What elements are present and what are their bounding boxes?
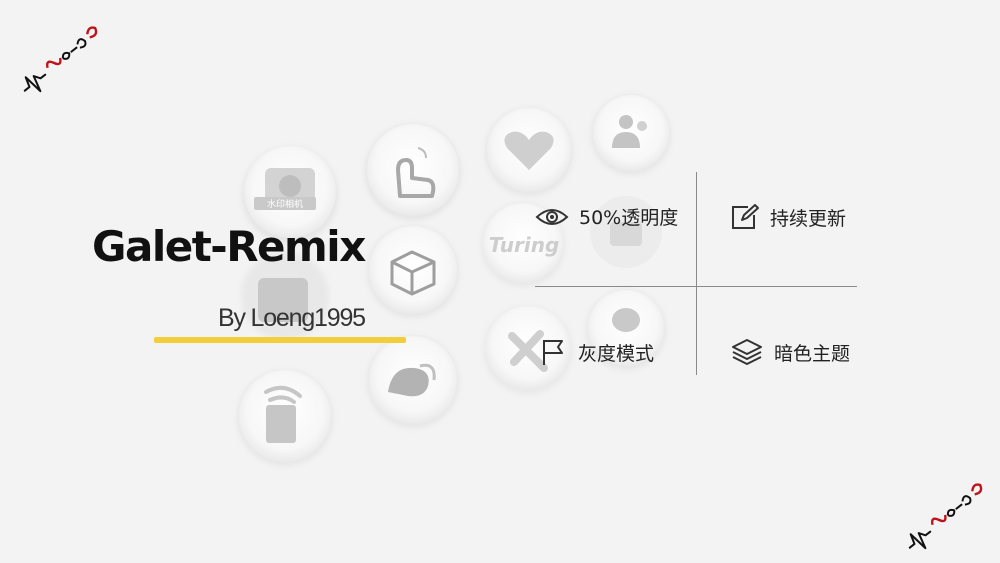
vertical-divider: [696, 172, 697, 375]
accent-underline: [154, 337, 406, 343]
camera-app-icon: 水印相机: [242, 146, 338, 243]
horizontal-divider: [535, 286, 857, 287]
feature-transparency: 50%透明度: [535, 203, 678, 230]
feature-dark-theme: 暗色主题: [730, 337, 850, 367]
feature-label: 灰度模式: [578, 342, 655, 365]
edit-icon: [732, 204, 759, 229]
eye-icon: [535, 208, 569, 225]
flag-icon: [543, 340, 563, 365]
swirl-app-icon: [367, 336, 459, 428]
turing-app-icon: Turing: [481, 203, 565, 287]
chat-app-icon: [586, 290, 666, 370]
feature-label: 50%透明度: [579, 207, 679, 229]
touch-app-icon: [365, 124, 461, 220]
feature-updates: 持续更新: [730, 203, 846, 231]
layers-icon: [732, 339, 762, 365]
cross-app-icon: [484, 306, 572, 394]
feature-label: 暗色主题: [774, 342, 851, 365]
slide-title: Galet-Remix: [92, 222, 366, 271]
square-app-icon: [590, 196, 662, 268]
feature-label: 持续更新: [770, 207, 847, 230]
feature-grayscale: 灰度模式: [540, 337, 654, 367]
author-byline: By Loeng1995: [218, 304, 366, 332]
nfc-app-icon: [237, 370, 333, 466]
heart-app-icon: [485, 108, 573, 196]
turing-text: Turing: [489, 233, 560, 257]
contacts-app-icon: [591, 95, 671, 175]
camera-badge-text: 水印相机: [267, 198, 303, 210]
cube-app-icon: [241, 252, 329, 340]
box-app-icon: [367, 226, 459, 318]
signature-top-left: [23, 26, 98, 93]
signature-bottom-right: [908, 483, 983, 550]
